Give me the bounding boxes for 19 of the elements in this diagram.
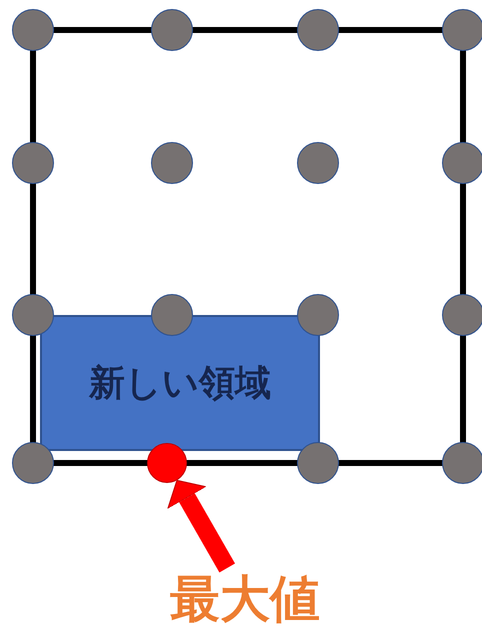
grid-point bbox=[151, 294, 193, 336]
region-box: 新しい領域 bbox=[40, 315, 320, 451]
grid-point bbox=[12, 442, 54, 484]
grid-point bbox=[297, 294, 339, 336]
grid-point bbox=[442, 142, 482, 184]
grid-point bbox=[297, 142, 339, 184]
grid-point bbox=[151, 142, 193, 184]
grid-point bbox=[12, 294, 54, 336]
grid-point bbox=[297, 442, 339, 484]
grid-point bbox=[442, 442, 482, 484]
maximum-point bbox=[147, 443, 187, 483]
grid-point bbox=[151, 9, 193, 51]
grid-point bbox=[12, 142, 54, 184]
grid-point bbox=[442, 294, 482, 336]
grid-point bbox=[12, 9, 54, 51]
maximum-label: 最大値 bbox=[150, 568, 340, 630]
grid-point bbox=[442, 9, 482, 51]
grid-point bbox=[297, 9, 339, 51]
arrow bbox=[167, 480, 236, 572]
